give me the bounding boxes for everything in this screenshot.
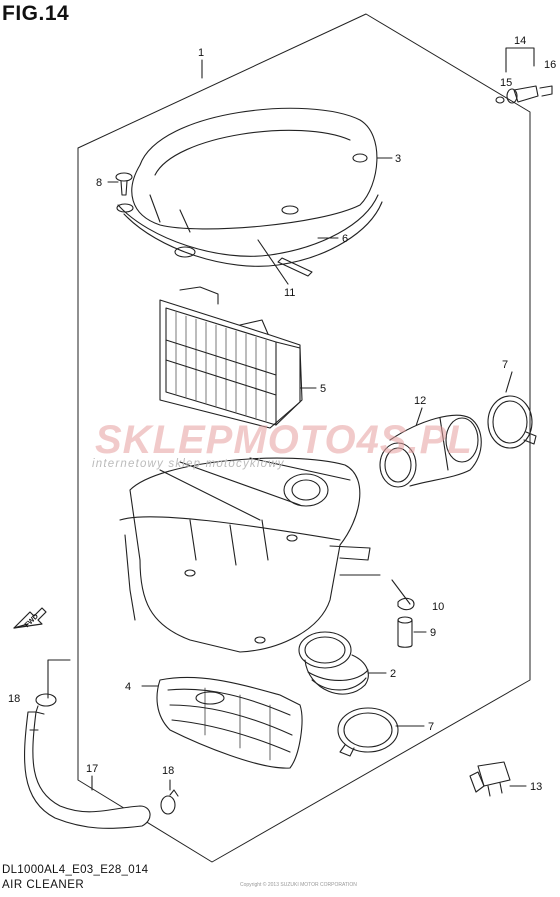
callout-16: 16 <box>544 59 556 71</box>
hose-clamp-upper <box>35 693 57 715</box>
hose-clamp-lower <box>160 789 179 815</box>
callout-11: 11 <box>284 287 295 299</box>
callout-2: 2 <box>390 668 396 680</box>
callout-14: 14 <box>514 35 526 47</box>
diagram-code: DL1000AL4_E03_E28_014 <box>2 864 149 876</box>
callout-7-lower: 7 <box>428 721 434 733</box>
callout-18-bottom: 18 <box>162 765 174 777</box>
callout-18-left: 18 <box>8 693 20 705</box>
callout-17: 17 <box>86 763 98 775</box>
sensor-assembly <box>495 85 553 104</box>
drain-hose <box>24 711 151 829</box>
leader-line <box>47 659 71 699</box>
callout-12: 12 <box>414 395 426 407</box>
callout-1: 1 <box>198 47 204 59</box>
cap-seal-ring <box>116 194 383 267</box>
diagram-caption: AIR CLEANER <box>2 879 85 891</box>
leader-line <box>257 239 289 285</box>
watermark-subtitle: internetowy sklep motocyklowy <box>92 458 285 470</box>
callout-13: 13 <box>530 781 542 793</box>
callout-labels: 1 2 3 4 5 6 7 7 8 9 10 11 12 13 14 15 16… <box>8 35 556 793</box>
callout-8: 8 <box>96 177 102 189</box>
air-cleaner-case <box>119 457 381 653</box>
leader-line <box>505 47 535 73</box>
leader-line <box>505 371 513 393</box>
clamp-lower <box>337 707 399 757</box>
callout-9: 9 <box>430 627 436 639</box>
air-filter-element <box>159 286 303 429</box>
fwd-arrow <box>13 607 47 629</box>
callout-15: 15 <box>500 77 512 89</box>
assembly-boundary <box>77 13 531 863</box>
resonator <box>156 676 303 769</box>
callout-5: 5 <box>320 383 326 395</box>
drain-plug <box>397 616 413 648</box>
figure-title: FIG.14 <box>2 2 70 25</box>
watermark-logo: SKLEPMOTO4S.PL <box>95 418 473 462</box>
intake-duct <box>379 414 482 488</box>
callout-3: 3 <box>395 153 401 165</box>
callout-10: 10 <box>432 601 444 613</box>
callout-4: 4 <box>125 681 131 693</box>
clamp-upper <box>487 395 537 449</box>
clip <box>397 597 415 611</box>
leader-line <box>391 579 411 605</box>
strip <box>277 257 313 277</box>
callout-7-upper: 7 <box>502 359 508 371</box>
screw-8 <box>115 172 133 196</box>
copyright-note: Copyright © 2013 SUZUKI MOTOR CORPORATIO… <box>240 882 357 888</box>
outlet-tube <box>298 631 369 695</box>
callout-6: 6 <box>342 233 348 245</box>
connector <box>469 761 511 797</box>
air-cleaner-cap <box>131 107 378 233</box>
